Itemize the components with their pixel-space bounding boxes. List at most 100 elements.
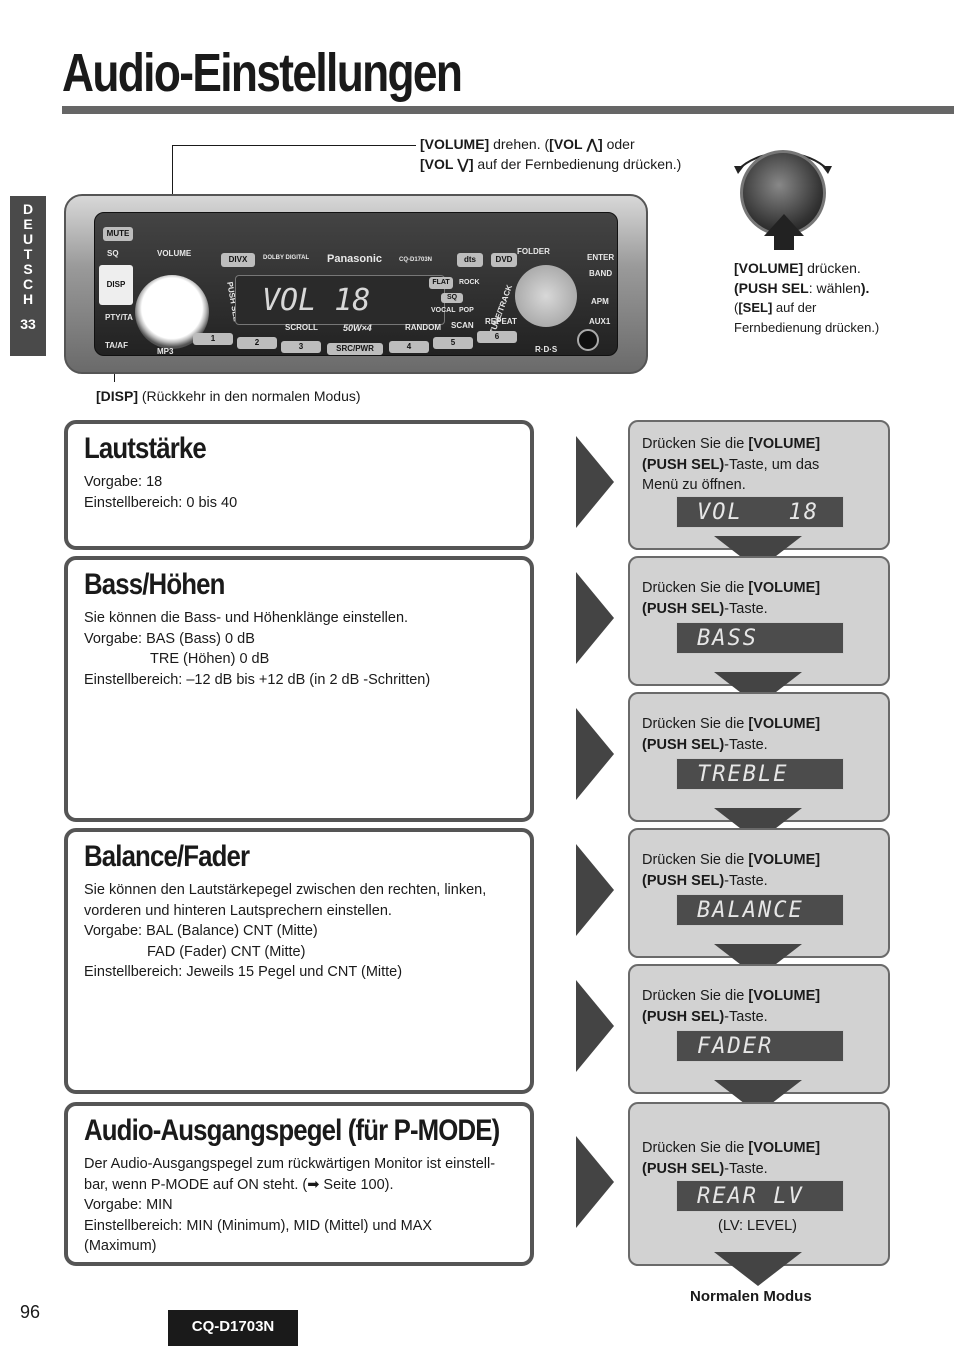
folder-label: FOLDER [517,247,550,256]
panel-heading: Bass/Höhen [84,568,225,601]
preset-4-button[interactable]: 4 [389,341,429,353]
ta-af-label: TA/AF [105,341,128,350]
step-display: BASS [676,622,844,654]
panel-heading: Balance/Fader [84,840,250,873]
rds-logo: R·D·S [535,345,558,354]
model-label: CQ-D1703N [399,257,433,263]
panel-body: Sie können den Lautstärkepegel zwischen … [84,882,487,980]
src-pwr-button[interactable]: SRC/PWR [327,343,383,355]
sq-label: SQ [107,249,119,258]
dolby-logo: DOLBY DIGITAL [263,255,310,261]
step-box: Drücken Sie die [VOLUME] (PUSH SEL)-Tast… [628,556,890,686]
panel-heading: Lautstärke [84,432,207,465]
mp3-label: MP3 [157,347,174,356]
mute-button[interactable]: MUTE [103,227,133,241]
scroll-label: SCROLL [285,323,318,332]
down-arrow-icon [714,1252,802,1286]
step-box: Drücken Sie die [VOLUME] (PUSH SEL)-Tast… [628,692,890,822]
step-display: BALANCE [676,894,844,926]
scan-label: SCAN [451,321,474,330]
step-display: FADER [676,1030,844,1062]
step-text: Drücken Sie die [VOLUME] (PUSH SEL)-Tast… [642,1140,821,1177]
language-tab: D E U T S C H 33 [10,196,46,356]
language-letter: T [23,246,33,262]
step-display: REAR LV [676,1180,844,1212]
step-text: Drücken Sie die [VOLUME] (PUSH SEL)-Tast… [642,580,821,617]
step-text: Drücken Sie die [VOLUME] (PUSH SEL)-Tast… [642,988,821,1025]
flat-button[interactable]: FLAT [429,277,453,289]
sq-badge: SQ [441,293,463,303]
model-badge: CQ-D1703N [168,1310,298,1346]
car-stereo-unit: MUTE SQ VOLUME DISP PTY/TA TA/AF PUSH SE… [64,194,648,374]
step-box: Drücken Sie die [VOLUME] (PUSH SEL)-Tast… [628,964,890,1094]
language-letter: S [23,261,33,277]
disp-button[interactable]: DISP [99,265,133,305]
push-callout: [VOLUME] drücken. (PUSH SEL: wählen). ([… [734,260,880,335]
preset-6-button[interactable]: 6 [477,331,517,343]
volume-label: VOLUME [157,249,192,258]
pty-ta-label: PTY/TA [105,313,133,322]
step-box: Drücken Sie die [VOLUME] (PUSH SEL)-Tast… [628,1102,890,1266]
rock-label: ROCK [459,279,480,286]
divx-logo: DIVX [221,253,255,267]
volume-leader-line [172,145,416,146]
unit-faceplate: MUTE SQ VOLUME DISP PTY/TA TA/AF PUSH SE… [94,212,618,356]
section-number: 33 [20,316,36,332]
step-text: Drücken Sie die [VOLUME] (PUSH SEL)-Tast… [642,436,821,493]
device-display: VOL 18 [235,275,445,325]
disp-callout: [DISP] (Rückkehr in den normalen Modus) [96,388,361,404]
push-arrow-icon [764,214,804,236]
page-title: Audio-Einstellungen [62,43,463,103]
enter-label: ENTER [587,253,615,262]
language-letter: E [23,216,33,232]
play-arrow-icon [576,1136,614,1228]
step-text: Drücken Sie die [VOLUME] (PUSH SEL)-Tast… [642,852,821,889]
aux-jack [577,329,599,351]
panel-body: Sie können die Bass- und Höhenklänge ein… [84,610,431,688]
band-label: BAND [589,269,613,278]
panel-body: Der Audio-Ausgangspegel zum rückwärtigen… [84,1156,496,1254]
navigation-pad[interactable] [515,265,577,327]
play-arrow-icon [576,980,614,1072]
language-letter: C [22,276,34,292]
preset-2-button[interactable]: 2 [237,337,277,349]
play-arrow-icon [576,708,614,800]
preset-1-button[interactable]: 1 [193,333,233,345]
tune-track-label: TUNE/TRACK [487,283,515,336]
panel-bass-hoehen: Bass/Höhen Sie können die Bass- und Höhe… [64,556,534,822]
play-arrow-icon [576,572,614,664]
preset-3-button[interactable]: 3 [281,341,321,353]
aux1-label: AUX1 [589,317,611,326]
step-box: Drücken Sie die [VOLUME] (PUSH SEL)-Tast… [628,420,890,550]
pop-label: POP [459,307,474,314]
title-rule [62,106,954,114]
panel-body: Vorgabe: 18 Einstellbereich: 0 bis 40 [84,474,238,511]
language-letter: U [22,231,34,247]
panel-audio-ausgangspegel: Audio-Ausgangspegel (für P-MODE) Der Aud… [64,1102,534,1266]
knob-illustration [728,130,838,260]
panel-lautstaerke: Lautstärke Vorgabe: 18 Einstellbereich: … [64,420,534,550]
repeat-label: REPEAT [485,317,517,326]
dvd-logo: DVD [491,253,517,267]
preset-5-button[interactable]: 5 [433,337,473,349]
push-arrow-stem [774,234,794,250]
language-letter: H [22,291,34,307]
step-text: Drücken Sie die [VOLUME] (PUSH SEL)-Tast… [642,716,821,753]
play-arrow-icon [576,844,614,936]
vocal-label: VOCAL [431,307,456,314]
language-letter: D [22,201,34,217]
normal-mode-label: Normalen Modus [690,1288,812,1305]
play-arrow-icon [576,436,614,528]
step-note: (LV: LEVEL) [718,1218,797,1234]
power-label: 50W×4 [343,323,372,333]
step-box: Drücken Sie die [VOLUME] (PUSH SEL)-Tast… [628,828,890,958]
random-label: RANDOM [405,323,441,332]
step-display: VOL 18 [676,496,844,528]
dts-logo: dts [457,253,483,267]
brand-logo: Panasonic [327,253,383,265]
step-display: TREBLE [676,758,844,790]
volume-turn-callout: [VOLUME] drehen. ([VOL ⋀] oder [VOL ⋁] a… [420,136,682,172]
page-number: 96 [20,1302,41,1322]
apm-label: APM [591,297,609,306]
panel-heading: Audio-Ausgangspegel (für P-MODE) [84,1114,500,1147]
